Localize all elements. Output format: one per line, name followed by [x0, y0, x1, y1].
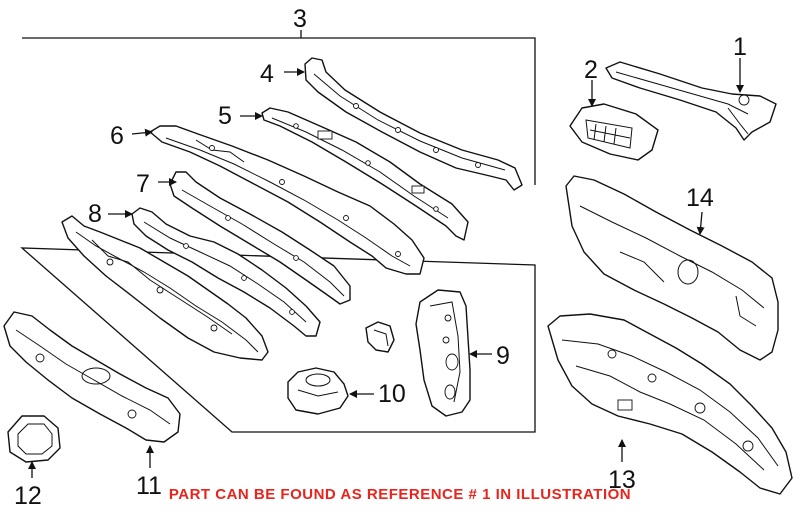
callout-9: 9: [496, 342, 510, 370]
part-5-cowl-top-panel[interactable]: [261, 107, 469, 241]
part-9-pillar-panel[interactable]: [415, 289, 471, 417]
part-10-mount-bracket[interactable]: [287, 367, 349, 415]
part-1-cowl-side-panel[interactable]: [605, 61, 777, 141]
part-12-grommet[interactable]: [7, 415, 61, 463]
part-13-dash-insulator-lower[interactable]: [547, 313, 793, 495]
part-6-dash-upper-panel[interactable]: [149, 125, 425, 275]
callout-13: 13: [608, 466, 636, 494]
part-14-dash-insulator[interactable]: [565, 175, 779, 361]
callout-14: 14: [686, 184, 714, 212]
part-7-cowl-inner-panel[interactable]: [169, 171, 351, 305]
part-4-upper-cowl-panel[interactable]: [304, 57, 523, 191]
part-11-side-insulator[interactable]: [3, 311, 181, 443]
part-8-cross-member[interactable]: [131, 207, 321, 337]
part-small-bracket[interactable]: [365, 321, 395, 353]
callout-1: 1: [733, 33, 747, 61]
callout-3: 3: [293, 5, 307, 33]
callout-12: 12: [14, 482, 42, 510]
reference-note: PART CAN BE FOUND AS REFERENCE # 1 IN IL…: [168, 486, 632, 503]
callout-8: 8: [88, 200, 102, 228]
callout-6: 6: [110, 122, 124, 150]
callout-5: 5: [218, 102, 232, 130]
callout-10: 10: [378, 380, 406, 408]
callout-11: 11: [136, 472, 162, 500]
callout-7: 7: [136, 170, 150, 198]
part-dash-lower-reinforcement[interactable]: [61, 215, 269, 361]
callout-2: 2: [584, 56, 598, 84]
part-2-vent-cover[interactable]: [569, 103, 659, 161]
callout-4: 4: [260, 60, 274, 88]
